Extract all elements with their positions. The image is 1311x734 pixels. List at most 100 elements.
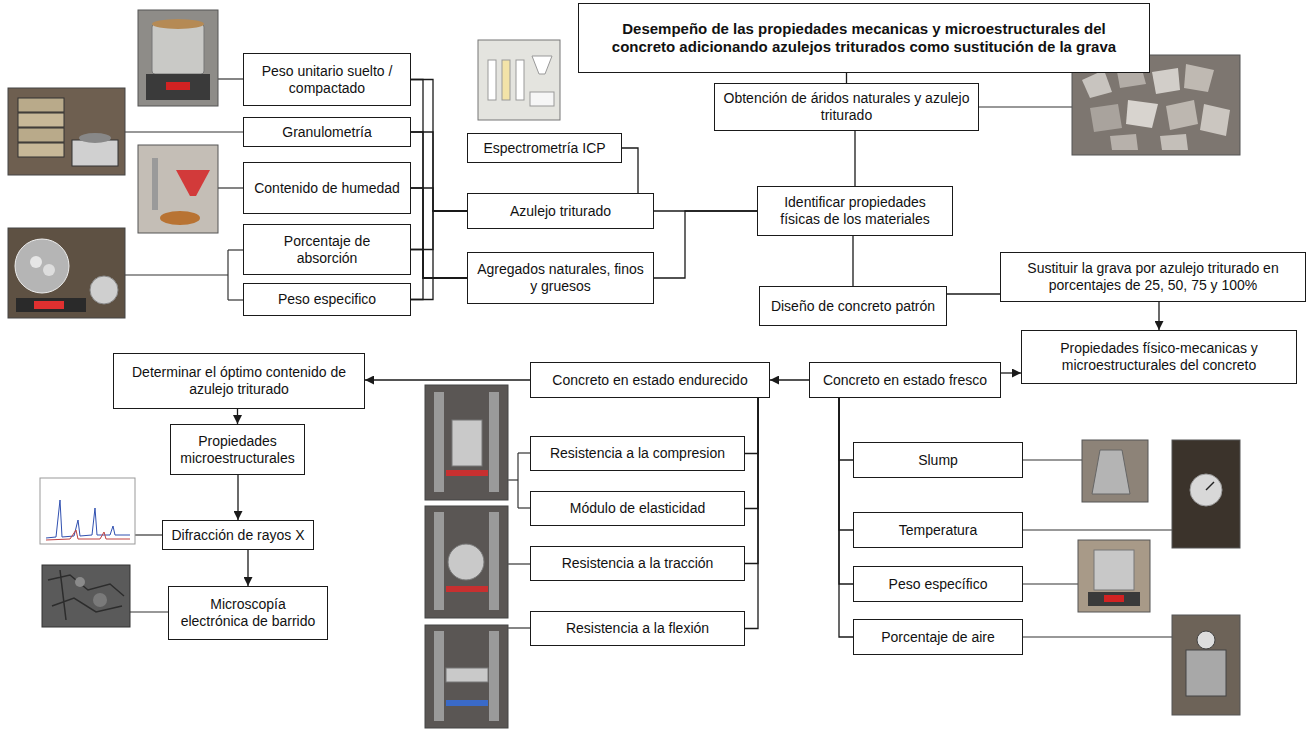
connector [247,550,248,586]
press-plate [446,700,488,706]
press-column [489,631,499,721]
photo-frame [1172,615,1240,715]
test-box: Módulo de elasticidad [530,491,745,526]
box-label: Agregados naturales, finos y gruesos [476,261,645,295]
connector [654,211,757,278]
connector [852,236,853,286]
tile-piece [30,256,42,268]
photo-frame [1172,440,1240,548]
connector [237,475,238,520]
test-box: Resistencia a la flexión [530,611,745,646]
box-label: Peso unitario suelto / compactado [252,63,402,97]
photo-thermometer [1172,440,1240,548]
leader-line [1023,583,1078,584]
sieve [18,113,64,127]
box-label: Propiedades microestructurales [179,433,296,467]
connector [411,211,467,300]
xrd-spectrum [46,500,130,538]
photo-press [425,625,508,728]
photo-frame [1078,540,1150,612]
bowl [90,276,118,304]
chart-frame [40,478,135,544]
press-column [434,631,444,721]
connector [237,409,238,424]
specimen [448,544,484,580]
bracket-line [227,250,228,300]
test-box: Contenido de humedad [243,162,411,214]
test-box: Slump [853,442,1023,478]
box-label: Sustituir la grava por azulejo triturado… [1009,260,1297,294]
test-box: Peso especifico [243,283,411,316]
specimen [452,420,482,466]
sem-crack [48,570,124,620]
dial-needle [1206,482,1214,490]
test-box: Porcentaje de absorción [243,224,411,275]
box-label: Determinar el óptimo contenido de azulej… [122,364,356,398]
tile-piece [1152,68,1180,94]
leader-line [228,299,243,300]
tile-piece [43,264,55,276]
sem-grain [75,577,85,587]
xrd-chart [40,478,135,544]
test-box: Granulometría [243,117,411,147]
basket [15,239,69,293]
slump-cone [1092,450,1130,494]
connector [622,148,638,193]
tile-piece [1166,100,1198,130]
connector [745,398,758,509]
container [1094,550,1134,590]
photo-unit-weight [138,10,218,106]
bucket [152,24,204,74]
box-label: Desempeño de las propiedades mecanicas y… [591,20,1137,56]
process-box: Azulejo triturado [467,193,654,229]
leader-line [1023,529,1172,530]
process-box: Determinar el óptimo contenido de azulej… [113,353,365,409]
sieve [18,143,64,157]
photo-press [425,385,508,500]
press-column [489,512,499,610]
sieve [18,128,64,142]
tile-piece [1082,70,1112,98]
photo-press [425,506,508,618]
connector [365,379,530,380]
box-label: Porcentaje de aire [881,629,995,646]
box-label: Granulometría [282,124,371,141]
photo-frame [138,10,218,106]
box-label: Concreto en estado endurecido [552,372,747,389]
sand [152,19,204,29]
box-label: Microscopía electrónica de barrido [177,596,319,630]
box-label: Peso especifico [278,291,376,308]
connector [411,188,467,211]
tile-piece [1126,100,1158,128]
test-box: Peso unitario suelto / compactado [243,53,411,106]
photo-frame [425,385,508,500]
box-label: Slump [918,452,958,469]
tile-piece [1110,134,1138,150]
test-tube [516,60,524,100]
leader-line [518,507,530,508]
sieve [18,98,64,112]
test-tube [502,60,510,100]
test-box: Resistencia a la compresion [530,436,745,471]
connector [745,398,758,454]
scale-display [166,82,190,90]
sem-image [42,565,130,627]
tile-piece [1090,104,1122,132]
tile-piece [1200,104,1230,136]
leader-line [508,563,530,564]
process-box: Sustituir la grava por azulejo triturado… [1000,252,1306,302]
leader-line [130,611,168,612]
scale [1088,592,1140,606]
box-label: Resistencia a la compresion [550,445,725,462]
photo-absorption [8,228,125,318]
photo-unit-weight-fresh [1078,540,1150,612]
process-box: Propiedades microestructurales [170,424,305,475]
box-label: Propiedades físico-mecanicas y microestr… [1030,340,1288,374]
process-box: Agregados naturales, finos y gruesos [467,252,654,304]
photo-frame [1082,440,1148,502]
process-box: Diseño de concreto patrón [759,286,947,326]
beam-specimen [446,668,488,682]
leader-line [125,274,228,275]
